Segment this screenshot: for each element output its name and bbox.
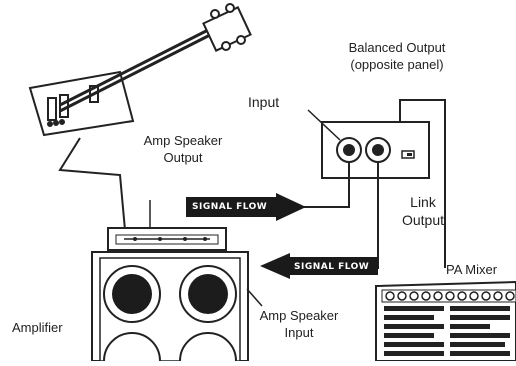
signal-flow-label-bottom: SIGNAL FLOW — [294, 262, 370, 272]
opposite-panel-label: (opposite panel) — [350, 57, 444, 72]
amp-speaker-output-label-line1: Amp Speaker — [143, 133, 223, 148]
amplifier-icon — [91, 227, 249, 362]
di-box-icon — [321, 121, 430, 179]
amp-speaker-input-label-line2: Input — [284, 325, 314, 340]
balanced-output-label: Balanced Output — [348, 40, 446, 55]
link-output-label-line1: Link — [410, 194, 436, 210]
pa-mixer-label: PA Mixer — [446, 262, 498, 277]
signal-flow-arrow-bottom — [260, 253, 378, 279]
amplifier-label: Amplifier — [12, 320, 63, 335]
pa-mixer-icon — [375, 280, 516, 362]
signal-flow-arrow-top — [186, 193, 306, 221]
amp-speaker-input-label-line1: Amp Speaker — [259, 308, 339, 323]
bass-guitar-icon — [28, 3, 252, 137]
amp-speaker-output-label-line2: Output — [163, 150, 203, 165]
link-output-label-line2: Output — [401, 212, 445, 228]
guitar-cable — [58, 137, 126, 231]
input-label: Input — [248, 94, 280, 110]
signal-flow-label-top: SIGNAL FLOW — [192, 202, 268, 212]
